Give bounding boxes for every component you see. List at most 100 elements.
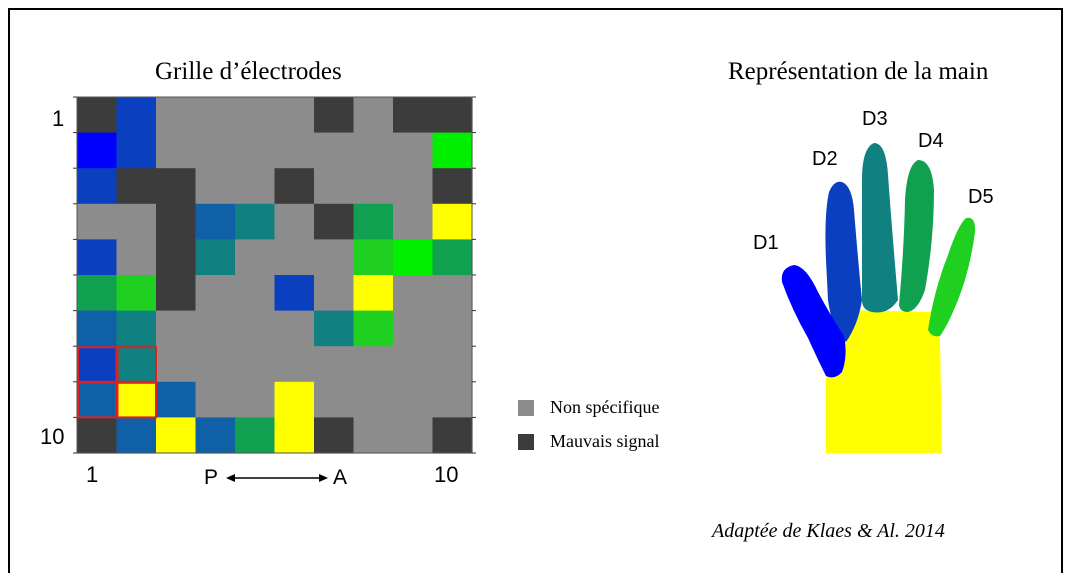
grid-cell: [235, 417, 276, 454]
grid-cell: [274, 275, 315, 312]
grid-cell: [235, 310, 276, 347]
grid-cell: [116, 168, 157, 205]
grid-cell: [156, 310, 197, 347]
grid-cell: [393, 381, 434, 418]
grid-cell: [353, 346, 394, 383]
grid-cell: [314, 203, 355, 240]
grid-cell: [195, 97, 236, 134]
grid-cell: [156, 132, 197, 169]
grid-cell: [235, 381, 276, 418]
grid-cell: [393, 132, 434, 169]
grid-cell: [77, 275, 118, 312]
grid-cell: [116, 203, 157, 240]
grid-cell: [314, 417, 355, 454]
grid-cell: [116, 97, 157, 134]
finger-d1: [781, 265, 846, 378]
col-end-label: 10: [434, 462, 459, 487]
grid-cell: [432, 132, 473, 169]
grid-cell: [432, 310, 473, 347]
grid-cell: [393, 346, 434, 383]
finger-label-d1: D1: [753, 232, 779, 254]
grid-cell: [274, 310, 315, 347]
grid-cell: [274, 203, 315, 240]
grid-cell: [116, 381, 157, 418]
row-start-label: 1: [52, 106, 65, 131]
grid-cell: [195, 168, 236, 205]
pa-arrowhead-right: [319, 474, 328, 482]
grid-cell: [393, 275, 434, 312]
grid-cell: [432, 381, 473, 418]
legend-label-non-specific: Non spécifique: [550, 397, 660, 417]
finger-label-d3: D3: [862, 108, 888, 130]
grid-cell: [77, 239, 118, 276]
grid-cell: [77, 97, 118, 134]
grid-cell: [77, 168, 118, 205]
grid-cell: [116, 417, 157, 454]
highlighted-cell: [116, 381, 157, 419]
row-end-label: 10: [40, 424, 65, 449]
grid-cell: [274, 346, 315, 383]
grid-cell: [77, 310, 118, 347]
grid-cell: [156, 417, 197, 454]
legend-swatch-non-specific: [518, 400, 534, 416]
grid-cell: [274, 168, 315, 205]
grid-cell: [77, 203, 118, 240]
grid-cell: [156, 97, 197, 134]
col-start-label: 1: [86, 462, 99, 487]
grid-cell: [353, 239, 394, 276]
finger-d3: [862, 143, 898, 313]
grid-cell: [314, 346, 355, 383]
grid-cell: [314, 97, 355, 134]
grid-title: Grille d’électrodes: [155, 58, 342, 85]
grid-cell: [432, 203, 473, 240]
grid-cell: [116, 239, 157, 276]
hand-title: Représentation de la main: [728, 58, 989, 85]
grid-cell: [235, 275, 276, 312]
grid-cell: [235, 132, 276, 169]
grid-cell: [393, 417, 434, 454]
grid-cell: [235, 346, 276, 383]
grid-cell: [393, 310, 434, 347]
grid-cell: [195, 310, 236, 347]
grid-cell: [353, 417, 394, 454]
grid-cell: [432, 239, 473, 276]
grid-cell: [393, 203, 434, 240]
finger-d4: [899, 160, 934, 312]
grid-cell: [432, 275, 473, 312]
grid-cell: [77, 417, 118, 454]
grid-cell: [353, 310, 394, 347]
grid-cell: [274, 97, 315, 134]
grid-cell: [195, 346, 236, 383]
grid-cell: [353, 275, 394, 312]
grid-cell: [77, 381, 118, 418]
hand-palm: [826, 310, 942, 453]
grid-cell: [353, 203, 394, 240]
grid-cell: [432, 346, 473, 383]
grid-cell: [274, 381, 315, 418]
grid-cell: [116, 132, 157, 169]
axis-anterior-label: A: [333, 466, 348, 489]
grid-cell: [116, 275, 157, 312]
finger-d5: [928, 217, 976, 337]
grid-cell: [195, 203, 236, 240]
grid-cell: [274, 132, 315, 169]
grid-cell: [353, 168, 394, 205]
grid-cell: [195, 132, 236, 169]
grid-cell: [156, 381, 197, 418]
grid-cell: [156, 346, 197, 383]
grid-cell: [432, 417, 473, 454]
grid-cell: [314, 381, 355, 418]
grid-cell: [314, 310, 355, 347]
grid-cell: [156, 203, 197, 240]
grid-cell: [156, 168, 197, 205]
grid-cell: [314, 239, 355, 276]
grid-cell: [314, 168, 355, 205]
finger-d2: [825, 181, 862, 342]
grid-cell: [195, 239, 236, 276]
grid-cell: [274, 239, 315, 276]
grid-cell: [77, 346, 118, 383]
axis-posterior-label: P: [204, 466, 219, 489]
